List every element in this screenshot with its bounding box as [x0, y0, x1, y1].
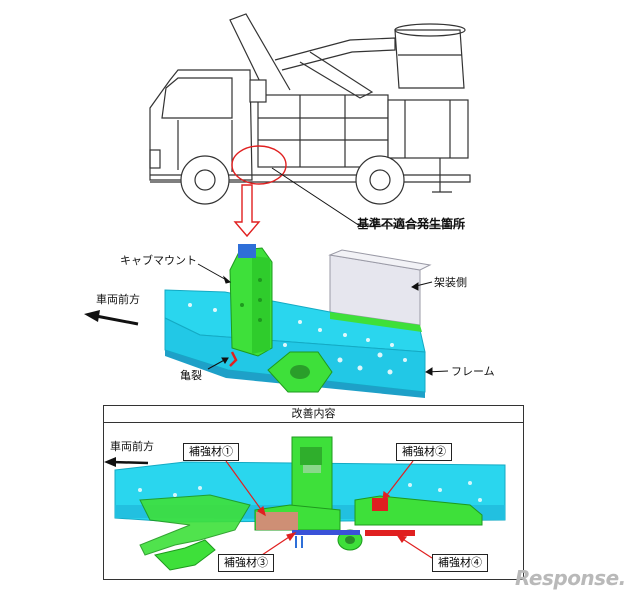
frame-label: フレーム	[451, 365, 495, 378]
reinforcement-4-label: 補強材④	[432, 554, 488, 572]
defect-leader-line	[271, 167, 465, 227]
cab-mount-label: キャブマウント	[120, 254, 197, 267]
reinforcement-1-label: 補強材①	[183, 443, 239, 461]
defect-location-label: 基準不適合発生箇所	[357, 217, 466, 231]
watermark-logo: Response.	[515, 566, 626, 590]
improvement-panel: 改善内容	[103, 405, 524, 580]
vehicle-front-arrow-icon	[84, 310, 100, 322]
truck-drawing	[149, 13, 471, 205]
panel-title: 改善内容	[104, 406, 523, 423]
frame-3d-view	[164, 244, 432, 398]
crack-label: 亀裂	[180, 369, 202, 382]
reinforcement-2-label: 補強材②	[396, 443, 452, 461]
reinforcement-3-label: 補強材③	[218, 554, 274, 572]
improvement-3d-view	[114, 436, 506, 571]
vehicle-front-arrow-lower-icon	[104, 457, 116, 467]
vehicle-front-label: 車両前方	[96, 293, 140, 306]
down-arrow-icon	[233, 184, 261, 238]
vehicle-front-label-lower: 車両前方	[110, 440, 154, 453]
defect-circle	[231, 145, 287, 185]
body-side-label: 架装側	[434, 276, 467, 289]
